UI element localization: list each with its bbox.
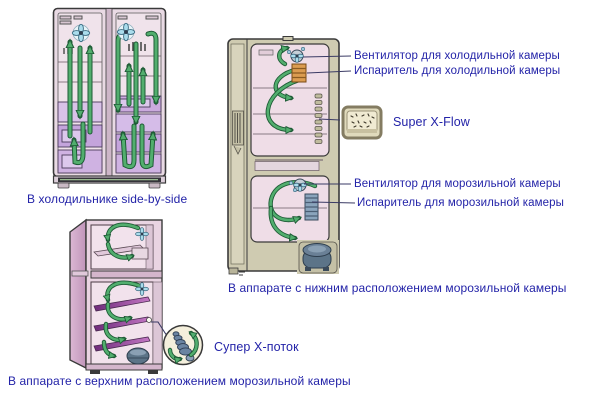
bottom-freezer-fridge-illustration — [227, 36, 340, 276]
x-flow-part-marker — [146, 317, 152, 323]
caption-bottom-freezer: В аппарате с нижним расположением морози… — [228, 281, 567, 295]
fan-icon — [135, 227, 149, 241]
super-x-flow-panel-icon — [341, 105, 383, 140]
vent-speckles — [350, 113, 375, 128]
super-x-flow-detail-circle — [162, 324, 204, 366]
compressor-icon — [126, 347, 150, 365]
label-fridge-evaporator: Испаритель для холодильной камеры — [354, 65, 561, 77]
fridge-base — [52, 175, 167, 189]
freezer-fan-icon — [289, 178, 307, 193]
freezer-evaporator-icon — [304, 193, 319, 221]
top-freezer-fridge-illustration — [69, 218, 204, 374]
callout-line — [151, 321, 168, 337]
fridge-fan-icon — [287, 47, 306, 63]
side-by-side-fridge-illustration — [52, 7, 167, 189]
fan-icon — [135, 282, 149, 296]
fan-icon — [71, 23, 91, 43]
label-freezer-evaporator: Испаритель для морозильной камеры — [357, 197, 565, 209]
label-freezer-fan: Вентилятор для морозильной камеры — [354, 178, 561, 190]
x-flow-duct-vents — [314, 93, 323, 144]
door-grille — [232, 110, 244, 155]
fridge-evaporator-icon — [291, 63, 307, 83]
caption-top-freezer: В аппарате с верхним расположением мороз… — [8, 374, 351, 388]
caption-side-by-side: В холодильнике side-by-side — [27, 192, 188, 206]
compressor-icon — [297, 240, 339, 274]
label-super-x-potok: Супер X-поток — [214, 340, 299, 354]
fan-icon — [116, 22, 136, 42]
label-fridge-fan: Вентилятор для холодильной камеры — [354, 50, 560, 62]
airflow-arrows — [101, 222, 143, 356]
freezer-shelf — [93, 244, 149, 260]
label-super-x-flow: Super X-Flow — [393, 115, 470, 129]
icemaker-grille — [59, 15, 159, 25]
